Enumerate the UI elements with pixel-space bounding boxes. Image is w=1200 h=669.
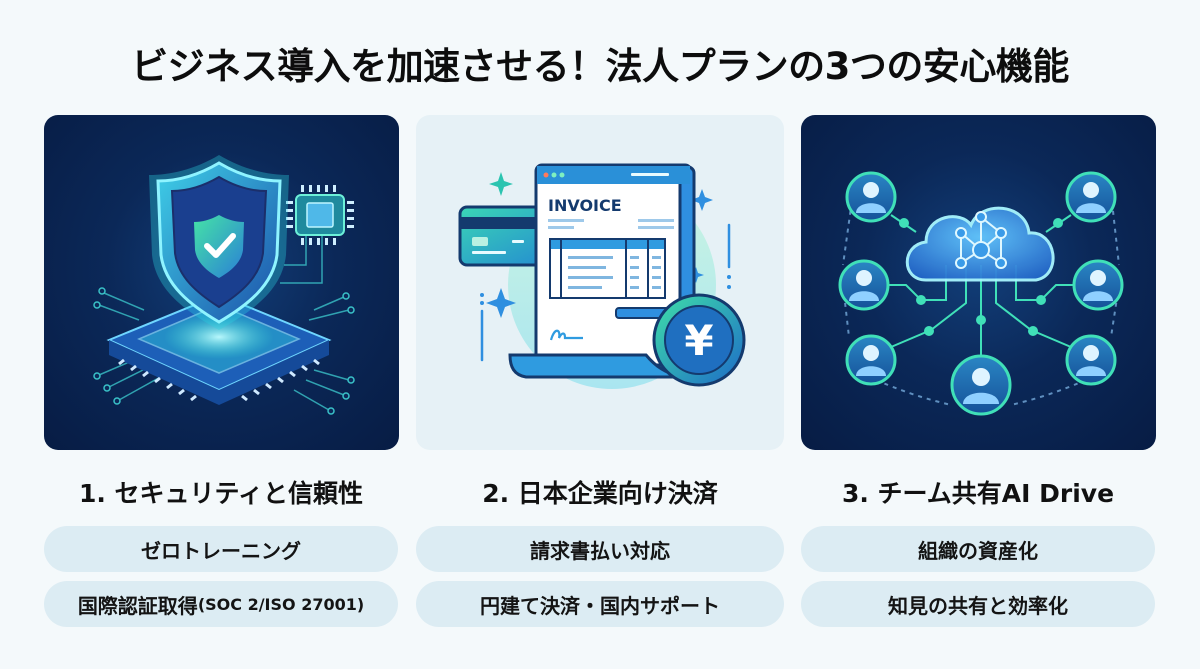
feature-point-sublabel: (SOC 2/ISO 27001) [197, 594, 365, 614]
feature-point-knowledge-sharing: 知見の共有と効率化 [801, 581, 1155, 627]
feature-point-yen-support: 円建て決済・国内サポート [416, 581, 784, 627]
feature-title-payment: 2. 日本企業向け決済 [482, 479, 718, 508]
yen-symbol: ¥ [684, 316, 713, 365]
feature-point-certification: 国際認証取得(SOC 2/ISO 27001) [44, 581, 398, 627]
cloud-network-icon [838, 171, 1124, 416]
security-illustration-card [44, 115, 399, 450]
page-title: ビジネス導入を加速させる！法人プランの3つの安心機能 [131, 45, 1069, 88]
feature-point-label: ゼロトレーニング [141, 538, 301, 563]
invoice-label: INVOICE [548, 196, 622, 215]
team-drive-illustration-card [801, 115, 1156, 450]
user-avatar-icons [838, 171, 1124, 416]
feature-point-label: 円建て決済・国内サポート [480, 593, 720, 618]
shield-chip-icon [93, 155, 355, 415]
feature-point-label: 知見の共有と効率化 [888, 593, 1068, 618]
feature-point-label: 請求書払い対応 [530, 538, 670, 563]
feature-point-invoice-payment: 請求書払い対応 [416, 526, 784, 572]
feature-point-label: 国際認証取得 [77, 593, 198, 618]
feature-point-label: 組織の資産化 [918, 538, 1038, 563]
feature-title-security: 1. セキュリティと信頼性 [78, 479, 364, 508]
invoice-yen-icon: INVOICE ¥ [458, 163, 746, 389]
payment-illustration-card: INVOICE ¥ [416, 115, 784, 450]
feature-point-zero-training: ゼロトレーニング [44, 526, 398, 572]
feature-point-org-assets: 組織の資産化 [801, 526, 1155, 572]
feature-title-team-drive: 3. チーム共有AI Drive [841, 479, 1115, 508]
